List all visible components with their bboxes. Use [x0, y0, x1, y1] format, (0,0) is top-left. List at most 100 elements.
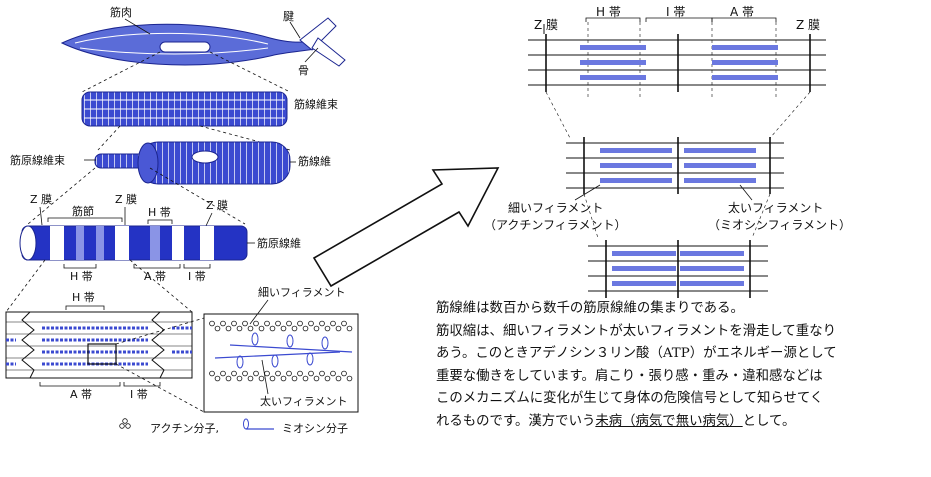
label-muscle-fiber: 筋線維 — [298, 154, 331, 168]
label-a-band-mid: A 帯 — [144, 270, 166, 283]
actin-bead — [302, 375, 309, 382]
description-line-2: 筋収縮は、細いフィラメントが太いフィラメントを滑走して重なり — [436, 323, 836, 339]
description-line-3: あう。このときアデノシン３リン酸（ATP）がエネルギー源として — [436, 346, 837, 361]
fiber-bundle-illustration — [81, 91, 288, 127]
actin-bead — [225, 325, 232, 332]
myofibril-illustration — [19, 225, 248, 261]
full-contraction-illustration — [588, 240, 768, 298]
actin-bead — [341, 370, 347, 377]
label-z-membrane-3: Z 膜 — [206, 199, 228, 212]
label-a-band-right: A 帯 — [730, 5, 754, 19]
actin-bead — [308, 370, 314, 377]
actin-bead — [324, 325, 331, 332]
label-h-band-mid: H 帯 — [70, 270, 93, 283]
legend-myosin: ミオシン分子 — [282, 422, 348, 435]
actin-bead — [225, 375, 232, 382]
actin-bead — [313, 375, 320, 382]
actin-bead — [214, 325, 221, 332]
label-thin-filament-right-1: 細いフィラメント — [508, 201, 603, 215]
actin-bead — [236, 325, 243, 332]
actin-bead — [291, 325, 298, 332]
label-z-membrane-right-1: Z 膜 — [534, 18, 558, 32]
actin-bead — [269, 325, 276, 332]
actin-bead — [308, 320, 314, 327]
actin-bead — [313, 325, 320, 332]
actin-bead — [286, 320, 292, 327]
actin-bead — [330, 320, 336, 327]
label-bone: 骨 — [298, 64, 309, 77]
actin-bead — [275, 320, 281, 327]
label-thick-filament-right-1: 太いフィラメント — [728, 200, 823, 215]
actin-bead — [346, 325, 353, 332]
actin-bead — [247, 325, 254, 332]
label-sarcomere: 筋節 — [72, 204, 94, 218]
description-line-6-pre: れるものです。漢方でいう — [436, 413, 596, 429]
label-h-band-right: H 帯 — [596, 5, 621, 19]
actin-bead — [214, 375, 221, 382]
relaxed-sarcomere-illustration — [528, 17, 826, 100]
label-a-band-low: A 帯 — [70, 388, 92, 401]
label-z-membrane-2: Z 膜 — [115, 193, 137, 206]
actin-bead — [231, 370, 237, 377]
actin-bead — [280, 375, 287, 382]
label-thin-filament-left: 細いフィラメント — [258, 286, 345, 299]
actin-bead — [247, 375, 254, 382]
actin-bead — [335, 325, 342, 332]
partial-contraction-illustration — [566, 137, 784, 194]
label-z-membrane-1: Z 膜 — [30, 193, 52, 206]
label-fiber-bundle: 筋線維束 — [294, 97, 338, 111]
actin-bead — [236, 375, 243, 382]
actin-bead — [242, 320, 248, 327]
actin-bead — [335, 375, 342, 382]
actin-bead — [242, 370, 248, 377]
actin-bead — [253, 320, 259, 327]
muscle-illustration — [60, 17, 346, 67]
description-line-6-post: として。 — [742, 413, 796, 429]
label-thick-filament-right-2: （ミオシンフィラメント） — [708, 218, 851, 232]
actin-bead — [297, 370, 303, 377]
description-line-5: このメカニズムに変化が生じて身体の危険信号として知らせてく — [436, 391, 824, 406]
actin-bead — [209, 370, 215, 377]
actin-bead — [220, 320, 226, 327]
label-thin-filament-right-2: （アクチンフィラメント） — [484, 218, 626, 232]
actin-bead — [209, 320, 215, 327]
label-tendon: 腱 — [283, 10, 294, 23]
label-myofibril: 筋原線維 — [257, 236, 301, 250]
label-thick-filament-left: 太いフィラメント — [260, 395, 347, 408]
label-i-band-right: I 帯 — [666, 5, 685, 19]
description-text: 筋線維は数百から数千の筋原線維の集まりである。 筋収縮は、細いフィラメントが太い… — [436, 298, 921, 433]
actin-bead — [253, 370, 259, 377]
myosin-molecules — [214, 332, 353, 369]
label-myofibril-bundle: 筋原線維束 — [10, 153, 65, 167]
actin-legend-icon — [119, 418, 131, 429]
actin-bead — [286, 370, 292, 377]
actin-bead — [341, 320, 347, 327]
actin-bead — [258, 375, 265, 382]
label-z-membrane-right-2: Z 膜 — [796, 18, 820, 32]
actin-bead — [275, 370, 281, 377]
actin-chain-top — [209, 320, 353, 332]
actin-bead — [346, 375, 353, 382]
label-i-band-mid: I 帯 — [188, 270, 206, 283]
actin-bead — [302, 325, 309, 332]
actin-bead — [291, 375, 298, 382]
actin-bead — [324, 375, 331, 382]
legend-actin: アクチン分子, — [150, 422, 219, 435]
actin-bead — [319, 320, 325, 327]
myosin-legend-icon — [243, 418, 274, 430]
actin-bead — [231, 320, 237, 327]
label-h-band-top: H 帯 — [148, 206, 171, 219]
label-h-band-low: H 帯 — [72, 291, 95, 304]
actin-bead — [297, 320, 303, 327]
actin-chain-bottom — [209, 370, 353, 382]
arrow-icon — [312, 167, 500, 288]
actin-bead — [264, 320, 270, 327]
sarcomere-illustration — [5, 311, 193, 379]
description-line-6: れるものです。漢方でいう未病（病気で無い病気）として。 — [436, 411, 921, 434]
actin-bead — [269, 375, 276, 382]
muscle-fiber-illustration — [94, 141, 291, 185]
label-i-band-low: I 帯 — [130, 388, 148, 401]
actin-bead — [319, 370, 325, 377]
actin-bead — [258, 325, 265, 332]
